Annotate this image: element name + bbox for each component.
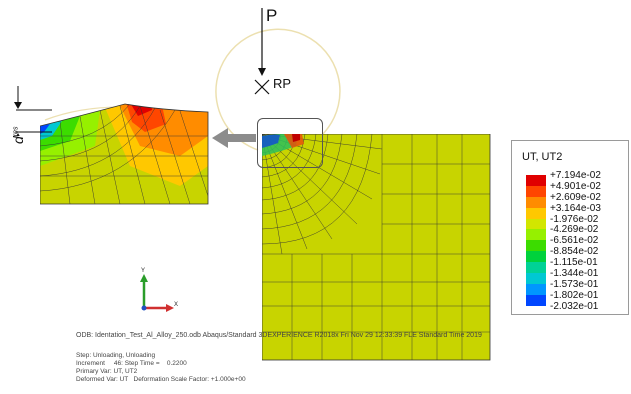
force-label: P <box>266 6 278 25</box>
legend-colorbar <box>526 175 546 306</box>
legend-label: +4.901e-02 <box>550 180 601 192</box>
legend-label: -1.976e-02 <box>550 213 599 225</box>
legend-label: -1.573e-01 <box>550 278 599 290</box>
legend-band <box>526 175 546 186</box>
axis-triad <box>140 274 174 312</box>
legend-label: -6.561e-02 <box>550 235 599 247</box>
legend-labels: +7.194e-02+4.901e-02+2.609e-02+3.164e-03… <box>550 170 601 313</box>
legend-label: -4.269e-02 <box>550 224 599 236</box>
main-mesh <box>262 134 491 361</box>
legend-label: +2.609e-02 <box>550 191 601 203</box>
depth-symbol: dres <box>10 126 26 144</box>
legend-label: -8.854e-02 <box>550 246 599 258</box>
legend-band <box>526 185 546 197</box>
legend-band <box>526 251 546 263</box>
legend-label: -2.032e-01 <box>550 300 599 312</box>
axis-x-label: X <box>174 302 179 308</box>
step-line: Step: Unloading, Unloading <box>76 352 156 359</box>
legend-band <box>526 294 546 306</box>
depth-dimension <box>14 86 52 136</box>
legend-band <box>526 218 546 230</box>
legend-band <box>526 196 546 208</box>
legend-label: +7.194e-02 <box>550 170 601 181</box>
legend-band <box>526 283 546 295</box>
legend-band <box>526 262 546 274</box>
increment-line: Increment 46: Step Time = 0.2200 <box>76 360 187 367</box>
load-arrow <box>258 8 266 76</box>
contour-legend: UT, UT2 +7.194e-02+4.901e-02+2.609e-02+3… <box>511 140 629 315</box>
legend-label: -1.115e-01 <box>550 257 598 269</box>
axis-y-label: Y <box>141 268 146 274</box>
legend-band <box>526 240 546 252</box>
legend-label: -1.344e-01 <box>550 268 599 280</box>
inset-contour <box>40 103 209 205</box>
legend-label: +3.164e-03 <box>550 202 601 214</box>
deformed-var-line: Deformed Var: UT Deformation Scale Facto… <box>76 376 246 383</box>
reference-point-marker <box>254 79 270 95</box>
zoom-arrow <box>212 128 256 148</box>
legend-band <box>526 207 546 219</box>
odb-info: ODB: Identation_Test_Al_Alloy_250.odb Ab… <box>76 332 482 339</box>
legend-label: -1.802e-01 <box>550 289 599 301</box>
legend-band <box>526 273 546 284</box>
legend-band <box>526 229 546 241</box>
legend-title: UT, UT2 <box>522 151 563 163</box>
primary-var-line: Primary Var: UT, UT2 <box>76 368 138 375</box>
reference-point-label: RP <box>273 76 292 91</box>
zoom-box <box>257 118 323 168</box>
